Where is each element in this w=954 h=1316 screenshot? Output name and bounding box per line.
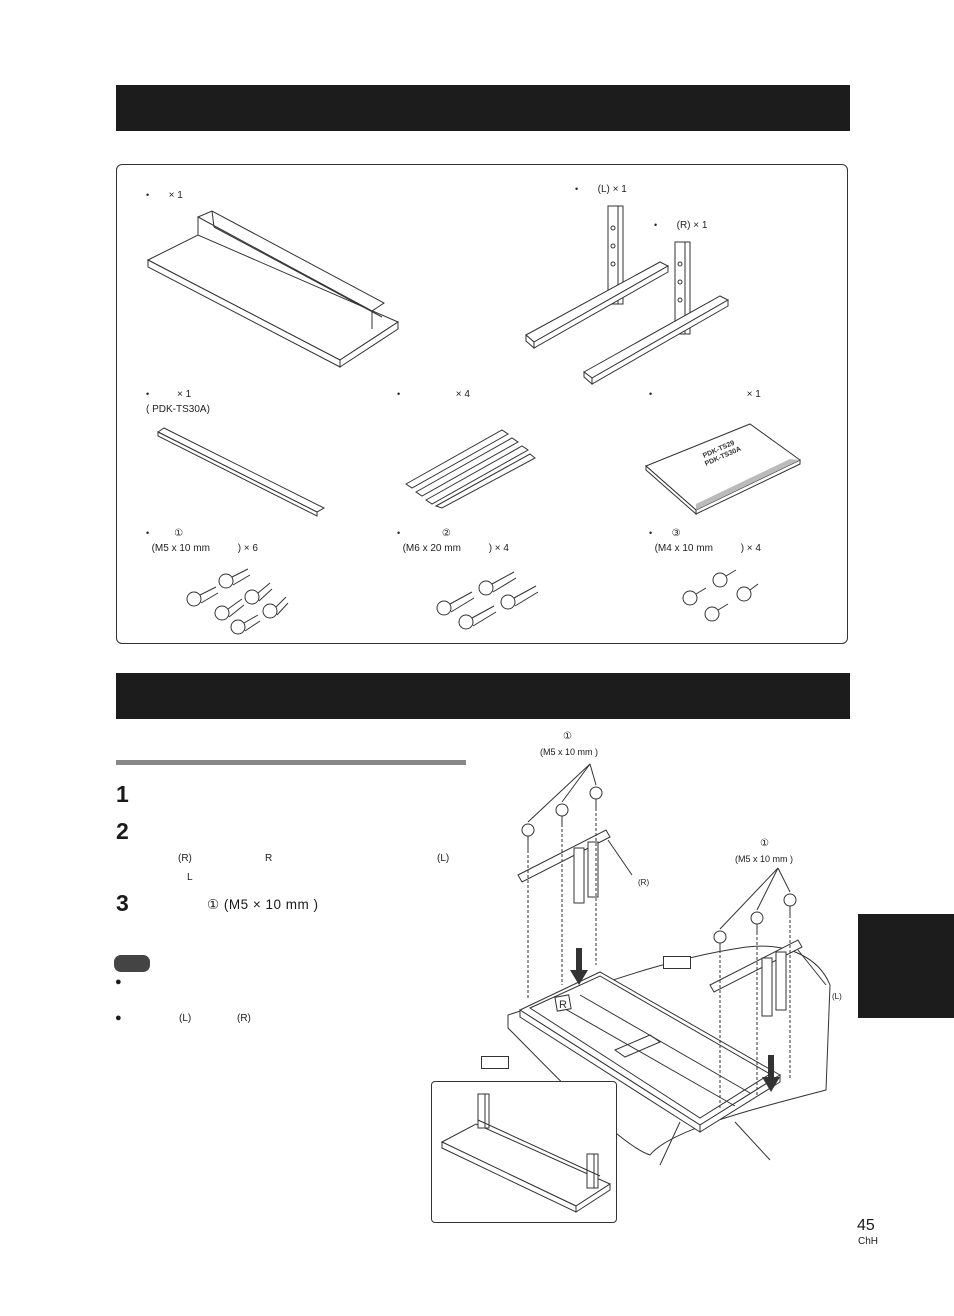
part-manual-label: • × 1 [649,389,761,400]
part-stand-base-label: • × 1 [146,190,183,201]
diagram-screw-top-num: ① [563,731,572,742]
diagram-base-mark: R [559,999,567,1011]
chapter-side-tab [858,914,954,1018]
diagram-leg-l-label: (L) [832,992,842,1001]
part-bands-label: • × 4 [397,389,470,400]
stand-base-illustration [146,210,400,368]
step-2-r-label: (R) [178,853,192,864]
page-language-code: ChH [858,1236,879,1247]
note-2-r: (R) [237,1013,251,1024]
diagram-screw-right-num: ① [760,838,769,849]
diagram-screw-top-spec: (M5 x 10 mm ) [540,747,599,757]
part-leg-left-label: • (L) × 1 [575,184,627,195]
note-2-bullet: ● [115,1012,122,1024]
step-2-number: 2 [116,818,129,844]
assembly-subheading-rule [116,760,466,765]
section-header-bar [116,85,850,131]
page-number: 45 [857,1217,875,1234]
diagram-callout-box [663,956,691,969]
step-3-text: ① (M5 × 10 mm ) [207,897,319,912]
step-2-l-letter: L [187,872,193,883]
part-cover-label: • × 1 ( PDK-TS30A) [146,389,210,415]
step-1-number: 1 [116,781,129,807]
step-2-r-letter: R [265,853,273,864]
assembled-stand-inset [431,1081,617,1223]
step-3-number: 3 [116,890,129,916]
bands-illustration [405,429,536,509]
diagram-callout-box [481,1056,509,1069]
manual-illustration: PDK-TS29 PDK-TS30A [645,423,801,516]
step-2-l-label: (L) [437,853,450,864]
section-header-bar [116,673,850,719]
part-screw2-label: • ② (M6 x 20 mm ) × 4 [397,528,509,554]
legs-illustration [525,205,730,386]
note-1-bullet: ● [115,976,122,988]
note-2-l: (L) [179,1013,192,1024]
screw1-illustration [186,568,289,635]
diagram-screw-right-spec: (M5 x 10 mm ) [735,854,794,864]
screw3-illustration [682,569,759,622]
assembled-stand-illustration [440,1093,612,1213]
part-screw1-label: • ① (M5 x 10 mm ) × 6 [146,528,258,554]
cover-illustration [157,427,326,517]
part-leg-right-label: • (R) × 1 [654,220,708,231]
diagram-leg-r-label: (R) [638,878,650,887]
note-badge [114,955,150,972]
screw2-illustration [436,571,539,630]
part-screw3-label: • ③ (M4 x 10 mm ) × 4 [649,528,761,554]
parts-list-box [116,164,848,644]
